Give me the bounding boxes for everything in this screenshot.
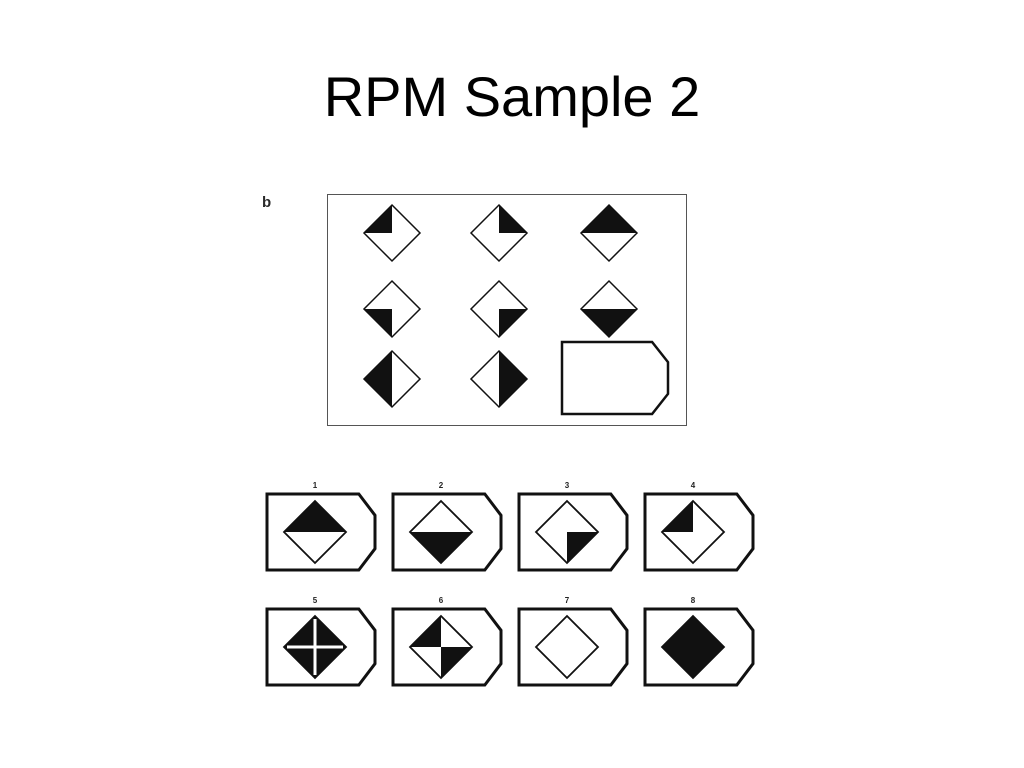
answer-option-3[interactable] (517, 492, 629, 572)
diamond-outline (408, 614, 474, 680)
diamond-outline (579, 203, 639, 263)
diamond-figure (469, 203, 529, 263)
diamond-figure (579, 279, 639, 339)
slide-title: RPM Sample 2 (323, 65, 701, 128)
diamond-figure (408, 499, 474, 565)
answer-option-4[interactable] (643, 492, 755, 572)
matrix-frame (327, 194, 687, 426)
diamond-outline (362, 203, 422, 263)
diamond-figure (660, 499, 726, 565)
option-number: 3 (564, 481, 570, 490)
option-number: 7 (564, 596, 570, 605)
answer-option-8[interactable] (643, 607, 755, 687)
diamond-outline (282, 499, 348, 565)
option-number: 4 (690, 481, 696, 490)
diamond-outline (660, 614, 726, 680)
diamond-figure (362, 203, 422, 263)
diamond-outline (469, 349, 529, 409)
diamond-figure (469, 349, 529, 409)
option-number: 5 (312, 596, 318, 605)
diamond-figure (469, 279, 529, 339)
diamond-outline (534, 614, 600, 680)
diamond-outline (469, 203, 529, 263)
diamond-figure (282, 499, 348, 565)
diamond-figure (282, 614, 348, 680)
diamond-outline (579, 279, 639, 339)
diamond-outline (660, 499, 726, 565)
diamond-figure (408, 614, 474, 680)
option-number: 8 (690, 596, 696, 605)
answer-option-7[interactable] (517, 607, 629, 687)
diamond-outline (534, 499, 600, 565)
diamond-figure (579, 203, 639, 263)
diamond-figure (534, 614, 600, 680)
answer-option-5[interactable] (265, 607, 377, 687)
diamond-outline (408, 499, 474, 565)
option-number: 1 (312, 481, 318, 490)
answer-option-1[interactable] (265, 492, 377, 572)
answer-option-2[interactable] (391, 492, 503, 572)
answer-option-6[interactable] (391, 607, 503, 687)
diamond-figure (660, 614, 726, 680)
answer-slot (560, 340, 670, 416)
diamond-outline (282, 614, 348, 680)
diamond-outline (469, 279, 529, 339)
option-number: 6 (438, 596, 444, 605)
diamond-figure (362, 279, 422, 339)
diamond-outline (362, 349, 422, 409)
diamond-figure (362, 349, 422, 409)
option-number: 2 (438, 481, 444, 490)
panel-label: b (262, 194, 272, 211)
diamond-outline (362, 279, 422, 339)
diamond-figure (534, 499, 600, 565)
